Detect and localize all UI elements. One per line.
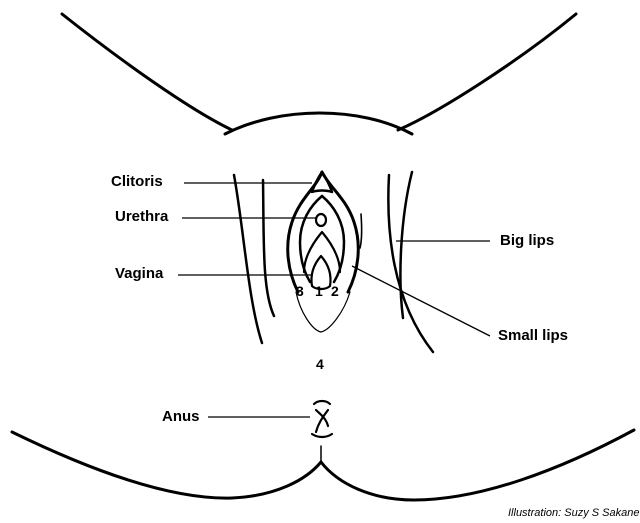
label-anus: Anus [162,409,200,424]
illustration-credit: Illustration: Suzy S Sakane [508,508,639,519]
perineum-outline [296,292,350,332]
left-big-lip-inner-outline [263,180,274,316]
small-lips-leader [352,266,490,336]
label-clitoris: Clitoris [111,174,163,189]
label-big-lips: Big lips [500,233,554,248]
label-small-lips: Small lips [498,328,568,343]
urethra-opening [316,214,326,226]
number-4: 4 [316,357,324,371]
number-3: 3 [296,284,304,298]
label-urethra: Urethra [115,209,168,224]
anus-shape [312,401,332,437]
small-lips-inner-outline [300,196,344,282]
label-vagina: Vagina [115,266,163,281]
left-buttock-outline [12,432,321,498]
right-thigh-outline [398,14,576,130]
pubic-mound-outline [225,113,412,134]
vestibule-outline [304,232,340,272]
left-thigh-outline [62,14,232,130]
left-big-lip-outline [234,175,262,343]
number-1: 1 [315,284,323,298]
right-small-lip-stroke [360,214,362,248]
right-buttock-outline [321,430,634,500]
number-2: 2 [331,284,339,298]
right-big-lip-outline [388,175,433,352]
